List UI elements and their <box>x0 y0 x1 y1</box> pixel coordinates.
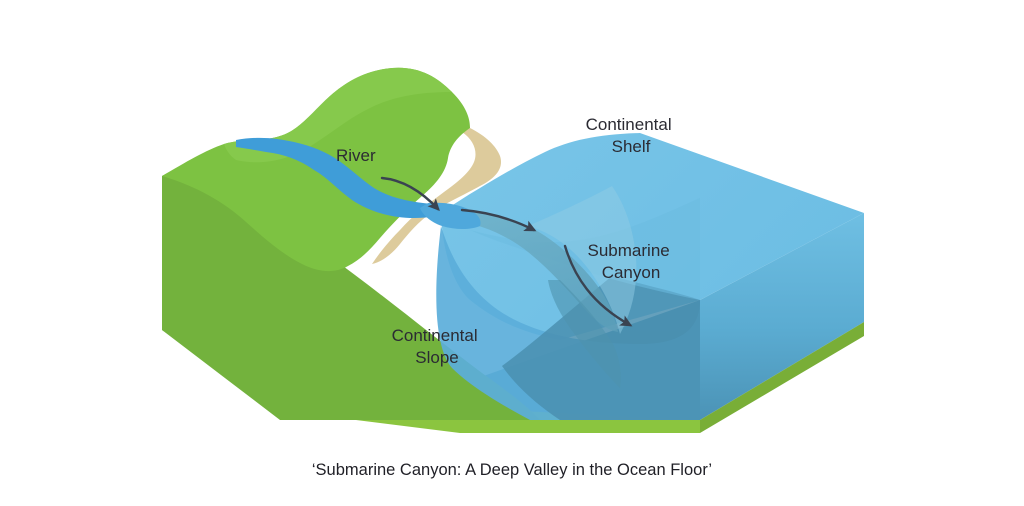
label-river: River <box>336 146 376 165</box>
diagram-labels: River Continental Shelf Submarine Canyon… <box>312 115 712 479</box>
label-continental-shelf: Continental Shelf <box>586 115 677 156</box>
canyon-floor-shadow <box>548 280 621 388</box>
flow-arrows-group <box>380 176 633 327</box>
figure-caption: ‘Submarine Canyon: A Deep Valley in the … <box>312 461 712 479</box>
label-submarine-canyon: Submarine Canyon <box>588 241 675 282</box>
label-continental-slope-line2: Slope <box>415 348 458 367</box>
seafloor-right-face <box>700 322 864 433</box>
canyon-flow-arrow <box>563 244 633 327</box>
shelf-flow-arrow <box>460 208 537 232</box>
land-highland-shade <box>224 67 452 163</box>
canyon-notch <box>452 212 618 332</box>
label-continental-shelf-line2: Shelf <box>612 137 651 156</box>
river-mouth-arrow <box>380 176 440 211</box>
river-channel <box>236 137 450 218</box>
beach-sand-strip <box>372 128 502 264</box>
submarine-canyon-group <box>452 186 637 388</box>
ocean-surface-group <box>436 133 864 420</box>
label-continental-shelf-line1: Continental <box>586 115 672 134</box>
continental-slope-face <box>162 176 540 420</box>
label-submarine-canyon-line2: Canyon <box>602 263 661 282</box>
label-submarine-canyon-line1: Submarine <box>588 241 670 260</box>
label-continental-slope: Continental Slope <box>392 326 483 367</box>
canyon-right-wall <box>528 186 637 334</box>
water-right-face <box>700 213 864 420</box>
label-continental-slope-line1: Continental <box>392 326 478 345</box>
